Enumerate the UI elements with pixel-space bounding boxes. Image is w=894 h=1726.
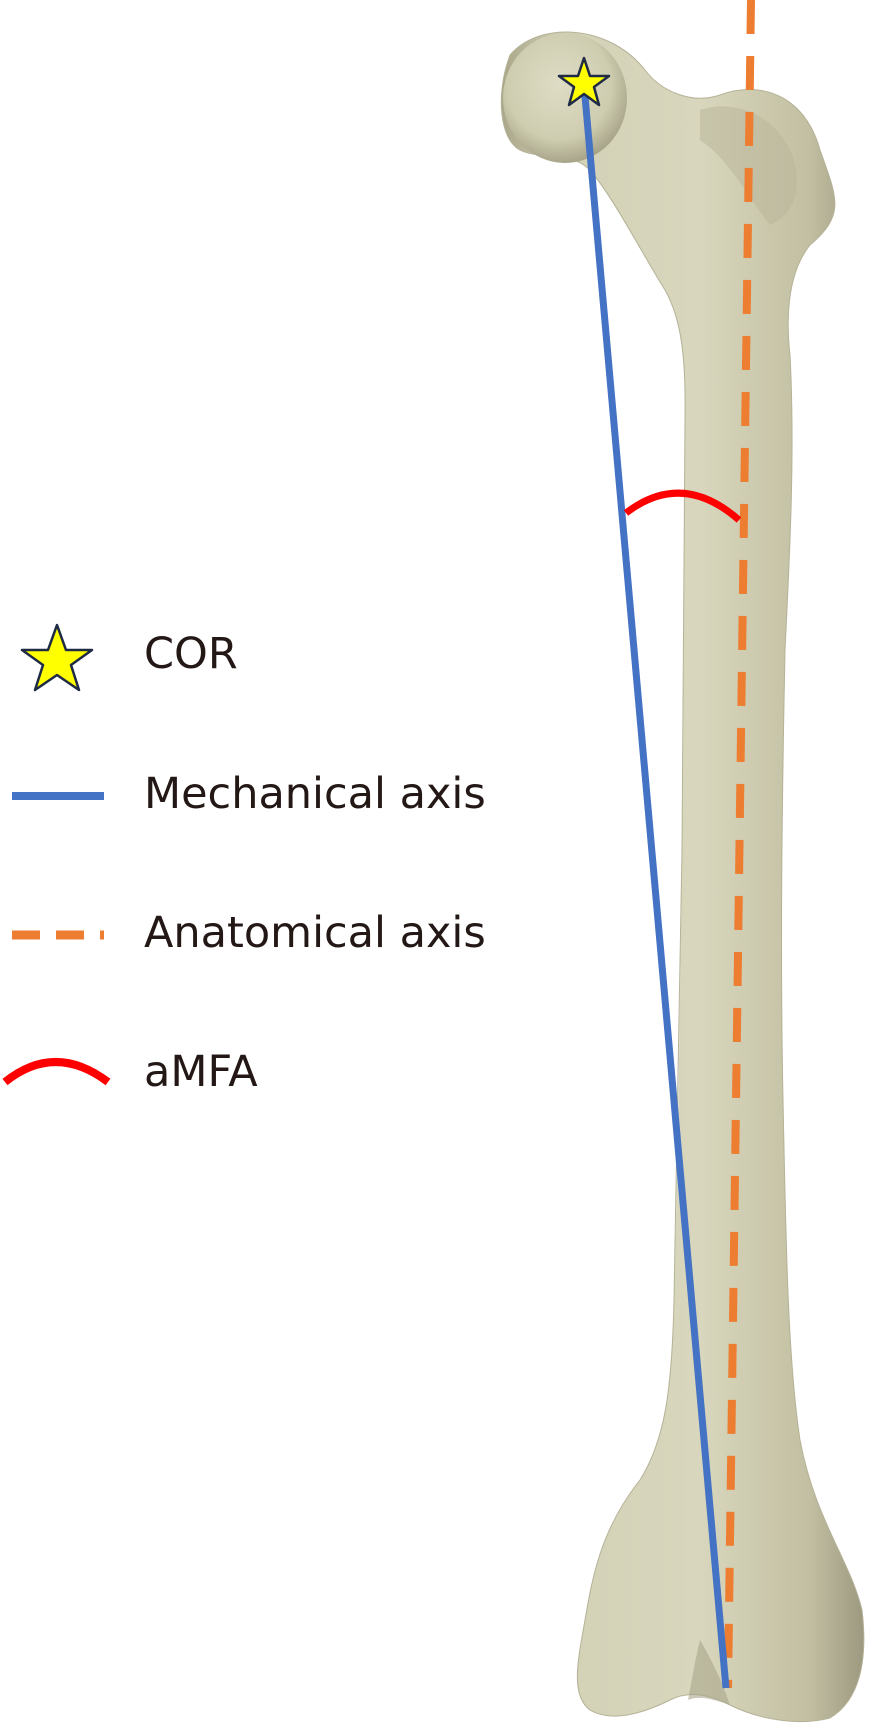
femur-bone [500, 31, 865, 1723]
cor-star-icon [557, 56, 611, 107]
greater-trochanter-shadow [700, 106, 798, 225]
amfa-arc [623, 489, 742, 523]
anatomical-axis-line [724, 0, 755, 1689]
legend-cor-label: COR [144, 629, 238, 679]
femoral-head [503, 33, 627, 163]
legend-star-icon [20, 623, 94, 692]
legend [2, 623, 111, 1086]
legend-mechanical-axis-label: Mechanical axis [144, 769, 486, 819]
legend-amfa-label: aMFA [144, 1047, 258, 1097]
legend-anatomical-axis-label: Anatomical axis [144, 908, 486, 958]
legend-arc-icon [2, 1058, 111, 1086]
femur-body [500, 31, 865, 1723]
condyle-notch-shadow [688, 1640, 730, 1705]
mechanical-axis-line [580, 84, 730, 1689]
